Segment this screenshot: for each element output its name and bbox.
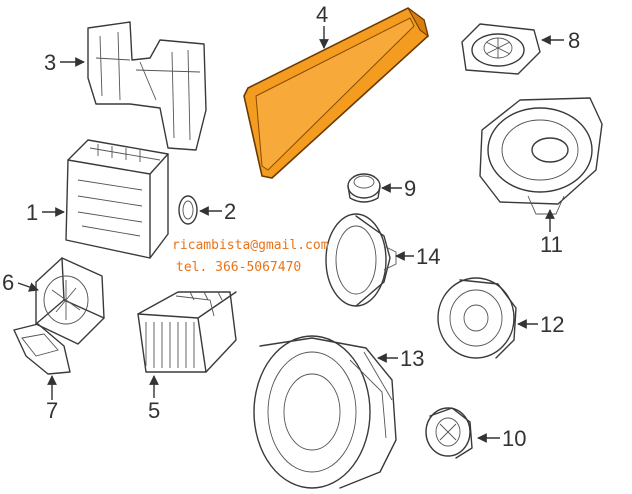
callout-4: 4 [316, 2, 329, 27]
callout-10: 10 [502, 426, 527, 451]
part-10-tweeter[interactable] [425, 407, 473, 459]
part-11-woofer[interactable] [479, 97, 603, 215]
callout-13: 13 [400, 346, 425, 371]
part-2-grommet[interactable] [178, 195, 198, 225]
part-5-amplifier[interactable] [137, 291, 237, 373]
contact-email: ricambista@gmail.com [172, 238, 329, 253]
callout-11: 11 [540, 232, 563, 257]
callout-7: 7 [46, 398, 59, 423]
callout-6: 6 [2, 270, 15, 295]
callout-2: 2 [224, 199, 237, 224]
part-14-midrange[interactable] [325, 213, 397, 307]
part-12-speaker[interactable] [437, 277, 517, 359]
part-3-bracket[interactable] [87, 21, 207, 151]
callout-12: 12 [540, 312, 565, 337]
contact-phone: tel. 366-5067470 [176, 260, 302, 275]
part-8-tweeter[interactable] [461, 23, 541, 75]
callout-3: 3 [44, 50, 57, 75]
part-13-large-woofer[interactable] [253, 335, 397, 489]
callout-8: 8 [568, 28, 581, 53]
part-9-ring[interactable] [347, 173, 381, 203]
part-7-cover[interactable] [13, 323, 71, 375]
callout-5: 5 [148, 398, 161, 423]
part-1-control-unit[interactable] [65, 139, 169, 259]
callout-1: 1 [26, 200, 39, 225]
callout-9: 9 [404, 176, 417, 201]
part-4-display-screen[interactable] [243, 7, 429, 179]
callout-14: 14 [416, 244, 441, 269]
